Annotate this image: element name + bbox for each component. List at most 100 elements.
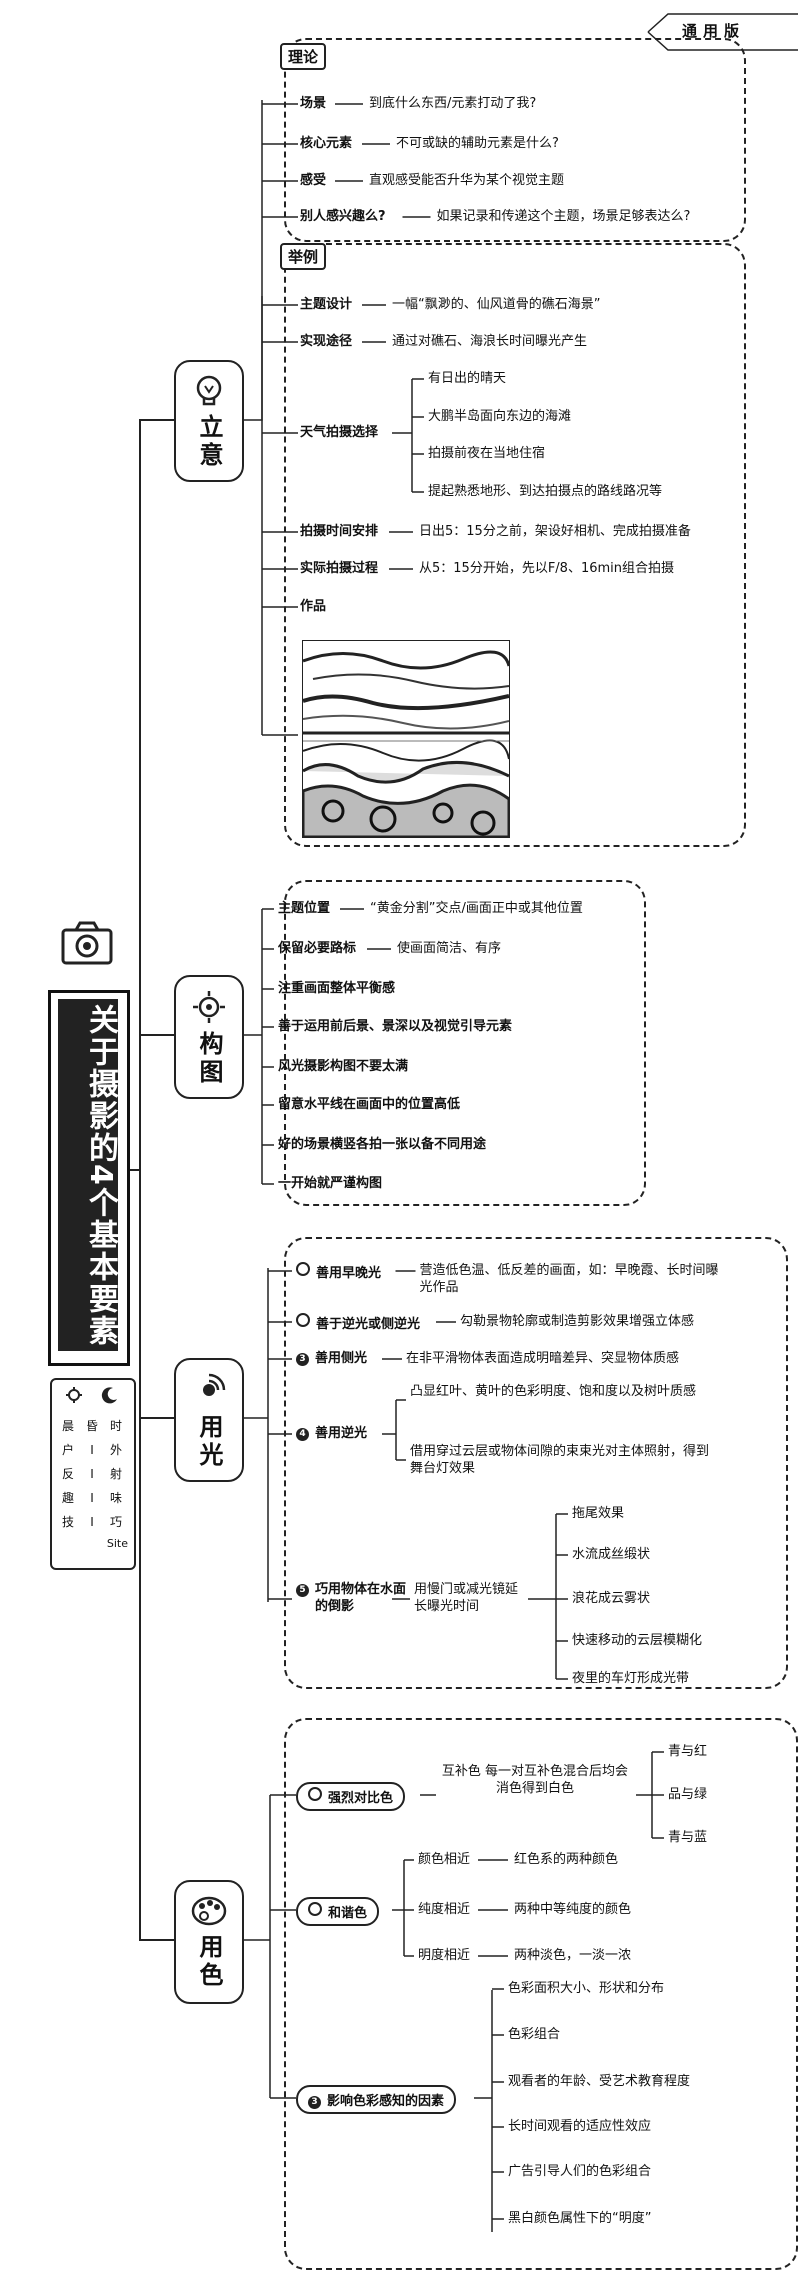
theory-key: 别人感兴趣么? (300, 209, 386, 224)
yongguang-box (284, 1237, 788, 1689)
factor-item: 色彩组合 (508, 2027, 561, 2042)
goutu-key: 保留必要路标 (278, 941, 357, 956)
light-tip-1: 善用早晚光 (296, 1262, 381, 1282)
weather-item: 大鹏半岛面向东边的海滩 (428, 409, 572, 424)
example-key: 主题设计 (300, 297, 353, 312)
theory-value: 不可或缺的辅助元素是什么? (396, 136, 559, 151)
node-label: 构图 (195, 1031, 223, 1087)
legend-cell: 户 (61, 1443, 74, 1457)
legend-cell: 时 (109, 1419, 122, 1433)
harmony-key: 明度相近 (418, 1948, 471, 1963)
goutu-key: 一开始就严谨构图 (278, 1176, 383, 1191)
light-tip-mid: 用慢门或减光镜延长曝光时间 (414, 1582, 519, 1614)
number-badge: 3 (296, 1353, 309, 1366)
example-key: 天气拍摄选择 (300, 425, 379, 440)
legend-cell: 巧 (109, 1515, 122, 1529)
node-label: 用光 (195, 1414, 223, 1470)
contrast-color-pill: 强烈对比色 (296, 1782, 406, 1811)
factor-item: 黑白颜色属性下的“明度” (508, 2211, 652, 2226)
light-icon (203, 1373, 226, 1396)
legend-cell: 外 (109, 1443, 122, 1457)
light-tip-desc: 在非平滑物体表面造成明暗差异、突显物体质感 (406, 1351, 680, 1366)
theory-key: 感受 (300, 173, 327, 188)
complementary-pair: 品与绿 (668, 1787, 708, 1802)
main-title: 关于摄影的4个基本要素 (58, 999, 118, 1351)
reflection-effect: 水流成丝缎状 (572, 1547, 651, 1562)
factor-item: 观看者的年龄、受艺术教育程度 (508, 2074, 691, 2089)
factor-item: 色彩面积大小、形状和分布 (508, 1981, 665, 1996)
legend-cell: 趣 (61, 1491, 74, 1505)
example-box (284, 243, 746, 847)
legend-cell: I (90, 1467, 94, 1481)
artwork-photo (302, 640, 510, 838)
node-goutu[interactable]: 构图 (174, 975, 244, 1099)
factor-item: 广告引导人们的色彩组合 (508, 2164, 652, 2179)
palette-icon (191, 1896, 227, 1926)
legend-cell: 反 (61, 1467, 74, 1481)
theory-value: 到底什么东西/元素打动了我? (369, 96, 537, 111)
light-tip-desc: 勾勒景物轮廓或制造剪影效果增强立体感 (460, 1314, 695, 1329)
goutu-value: “黄金分割”交点/画面正中或其他位置 (370, 901, 583, 916)
reflection-effect: 拖尾效果 (572, 1506, 625, 1521)
version-tag: 通用版 (640, 10, 800, 54)
weather-item: 提起熟悉地形、到达拍摄点的路线路况等 (428, 484, 663, 499)
weather-item: 有日出的晴天 (428, 371, 507, 386)
legend-cell: 昏 (85, 1419, 98, 1433)
goutu-key: 风光摄影构图不要太满 (278, 1059, 409, 1074)
lightbulb-icon (196, 375, 222, 406)
node-label: 立意 (195, 414, 223, 470)
composition-icon (193, 991, 225, 1023)
legend-footnote: Site (106, 1537, 128, 1550)
example-value: 通过对礁石、海浪长时间曝光产生 (392, 334, 588, 349)
goutu-key: 好的场景横竖各拍一张以备不同用途 (278, 1137, 487, 1152)
goutu-value: 使画面简洁、有序 (397, 941, 502, 956)
sun-icon (65, 1386, 83, 1404)
node-label: 用色 (195, 1934, 223, 1990)
goutu-key: 主题位置 (278, 901, 331, 916)
legend-cell: I (90, 1491, 94, 1505)
goutu-key: 注重画面整体平衡感 (278, 981, 396, 996)
node-yongse[interactable]: 用色 (174, 1880, 244, 2004)
harmony-value: 红色系的两种颜色 (514, 1852, 619, 1867)
moon-icon (101, 1386, 119, 1404)
theory-key: 核心元素 (300, 136, 353, 151)
example-value: 一幅“飘渺的、仙风道骨的礁石海景” (392, 297, 601, 312)
number-badge (296, 1262, 310, 1276)
light-tip-desc: 凸显红叶、黄叶的色彩明度、饱和度以及树叶质感 (410, 1384, 697, 1399)
node-yongguang[interactable]: 用光 (174, 1358, 244, 1482)
theory-box (284, 38, 746, 242)
example-key: 拍摄时间安排 (300, 524, 379, 539)
example-key: 作品 (300, 599, 327, 614)
harmony-value: 两种淡色，一淡一浓 (514, 1948, 632, 1963)
legend-cell: I (90, 1515, 94, 1529)
legend-cell: 技 (61, 1515, 74, 1529)
number-badge: 3 (308, 2096, 321, 2109)
theory-key: 场景 (300, 96, 327, 111)
harmony-key: 纯度相近 (418, 1902, 471, 1917)
goutu-key: 留意水平线在画面中的位置高低 (278, 1097, 461, 1112)
light-tip-desc: 营造低色温、低反差的画面，如：早晚霞、长时间曝光作品 (419, 1263, 719, 1295)
light-tip-2: 善于逆光或侧逆光 (296, 1313, 420, 1333)
example-title: 举例 (280, 243, 327, 270)
number-badge (308, 1787, 322, 1801)
goutu-key: 善于运用前后景、景深以及视觉引导元素 (278, 1019, 513, 1034)
reflection-effect: 夜里的车灯形成光带 (572, 1671, 690, 1686)
example-key: 实现途径 (300, 334, 353, 349)
example-value: 从5：15分开始，先以F/8、16min组合拍摄 (419, 561, 674, 576)
legend-cell: 味 (109, 1491, 122, 1505)
reflection-effect: 快速移动的云层模糊化 (572, 1633, 703, 1648)
goutu-box (284, 880, 646, 1206)
weather-item: 拍摄前夜在当地住宿 (428, 446, 546, 461)
theory-title: 理论 (280, 43, 327, 70)
contrast-mid: 互补色 每一对互补色混合后均会消色得到白色 (441, 1764, 629, 1796)
complementary-pair: 青与红 (668, 1744, 708, 1759)
theory-value: 如果记录和传递这个主题，场景足够表达么? (436, 209, 691, 224)
light-tip-desc: 借用穿过云层或物体间隙的束束光对主体照射，得到舞台灯效果 (410, 1444, 710, 1476)
node-liyi[interactable]: 立意 (174, 360, 244, 482)
